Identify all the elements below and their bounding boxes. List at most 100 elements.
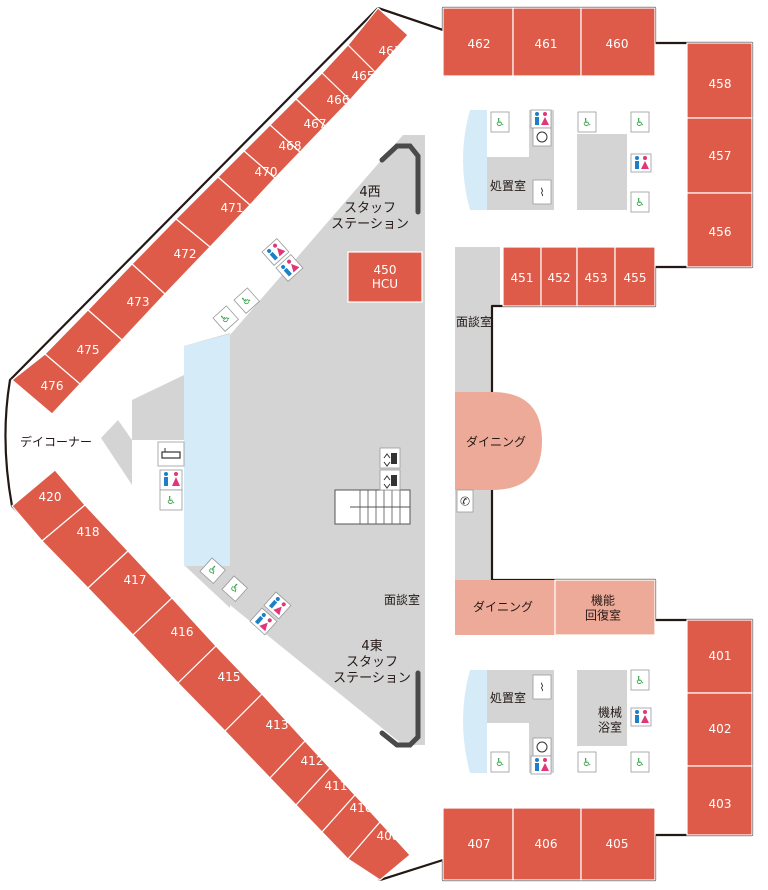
facility-icons: ♿ ⌇ ♿ ♿ ♿ ⌇ ♿ ♿ ♿ ♿ ♿ ♿ ♿ ♿ ♿ — [157, 109, 652, 775]
label-day-corner: デイコーナー — [20, 434, 92, 449]
room-label-407: 407 — [468, 837, 491, 851]
wheelchair-icon: ♿ — [490, 751, 510, 773]
room-462[interactable] — [442, 7, 514, 77]
washing-machine-icon — [532, 127, 552, 147]
east-wing-rooms — [11, 469, 411, 881]
room-label-412: 412 — [301, 754, 324, 768]
shower-icon: ⌇ — [532, 179, 552, 205]
svg-text:♿: ♿ — [635, 756, 645, 769]
courtyard-areas — [184, 110, 487, 773]
room-401[interactable] — [686, 619, 753, 694]
label-interview-upper: 面談室 — [456, 314, 492, 329]
room-label-462: 462 — [468, 37, 491, 51]
label-interview-lower: 面談室 — [384, 592, 420, 607]
wheelchair-icon: ♿ — [577, 751, 597, 773]
restroom-icon — [261, 238, 290, 266]
right-block-rooms — [347, 7, 753, 881]
room-456[interactable] — [686, 192, 753, 268]
room-406[interactable] — [512, 807, 582, 881]
room-label-405: 405 — [606, 837, 629, 851]
wheelchair-icon: ♿ — [212, 305, 239, 332]
room-label-457: 457 — [709, 149, 732, 163]
room-476[interactable] — [11, 353, 81, 415]
room-402[interactable] — [686, 692, 753, 767]
room-label-453: 453 — [585, 271, 608, 285]
washing-machine-icon — [532, 737, 552, 757]
svg-text:♿: ♿ — [495, 756, 505, 769]
room-451[interactable] — [502, 246, 542, 307]
room-405[interactable] — [580, 807, 656, 881]
room-403[interactable] — [686, 765, 753, 836]
room-461[interactable] — [512, 7, 582, 77]
label-west-station: 4西スタッフステーション — [331, 185, 409, 232]
room-label-473: 473 — [127, 295, 150, 309]
stairs-icon — [334, 489, 411, 525]
wheelchair-icon: ♿ — [577, 111, 597, 133]
label-east-station: 4東スタッフステーション — [333, 638, 411, 686]
bathtub-icon — [157, 441, 185, 467]
room-455[interactable] — [614, 246, 656, 307]
west-wing-rooms — [11, 7, 409, 415]
svg-text:⌇: ⌇ — [539, 681, 544, 694]
restroom-icon — [630, 153, 652, 173]
room-label-463: 463 — [379, 44, 402, 58]
wheelchair-icon: ♿ — [221, 575, 248, 602]
wheelchair-icon: ♿ — [630, 751, 650, 773]
room-407[interactable] — [442, 807, 514, 881]
room-label-476: 476 — [41, 379, 64, 393]
room-label-460: 460 — [606, 37, 629, 51]
room-label-418: 418 — [77, 525, 100, 539]
room-label-456: 456 — [709, 225, 732, 239]
label-rehab: 機能回復室 — [585, 592, 621, 622]
restroom-icon — [530, 755, 552, 775]
room-457[interactable] — [686, 117, 753, 194]
room-408[interactable] — [347, 821, 411, 881]
wheelchair-icon: ♿ — [233, 287, 260, 314]
room-label-420: 420 — [39, 490, 62, 504]
room-label-466: 466 — [327, 93, 350, 107]
dining-round-area[interactable] — [455, 392, 542, 490]
svg-text:✆: ✆ — [460, 495, 470, 509]
room-460[interactable] — [580, 7, 656, 77]
svg-text:⌇: ⌇ — [539, 186, 544, 199]
label-dining-lower: ダイニング — [473, 599, 533, 614]
room-450-hcu[interactable] — [347, 251, 423, 303]
room-label-406: 406 — [535, 837, 558, 851]
room-label-471: 471 — [221, 201, 244, 215]
room-label-475: 475 — [77, 343, 100, 357]
station-walls — [379, 143, 421, 748]
label-bath: 機械浴室 — [598, 704, 622, 734]
phone-icon: ✆ — [456, 489, 474, 513]
room-label-451: 451 — [511, 271, 534, 285]
svg-text:♿: ♿ — [582, 756, 592, 769]
restroom-icon — [275, 254, 304, 282]
svg-text:♿: ♿ — [582, 116, 592, 129]
svg-text:♿: ♿ — [635, 116, 645, 129]
wheelchair-icon: ♿ — [630, 111, 650, 133]
wheelchair-icon: ♿ — [159, 489, 183, 511]
svg-text:♿: ♿ — [495, 116, 505, 129]
restroom-icon — [530, 109, 552, 129]
room-label-470: 470 — [255, 165, 278, 179]
area-labels: 4西スタッフステーション4東スタッフステーションデイコーナーダイニングダイニング… — [20, 178, 622, 735]
dining-lower-area[interactable] — [455, 580, 555, 635]
room-452[interactable] — [540, 246, 578, 307]
restroom-icon — [249, 607, 278, 636]
label-treatment-lower: 処置室 — [490, 690, 526, 705]
room-label-410: 410 — [350, 801, 373, 815]
label-dining-round: ダイニング — [466, 434, 526, 449]
room-labels: 4634654664674684704714724734754764204184… — [39, 37, 732, 851]
room-label-465: 465 — [352, 69, 375, 83]
wheelchair-icon: ♿ — [199, 557, 226, 584]
rehab-room[interactable] — [554, 579, 656, 636]
restroom-icon — [159, 469, 183, 491]
room-label-452: 452 — [548, 271, 571, 285]
restroom-icon — [630, 707, 652, 727]
room-label-467: 467 — [304, 117, 327, 131]
room-label-461: 461 — [535, 37, 558, 51]
wheelchair-icon: ♿ — [490, 111, 510, 133]
room-label-408: 408 — [377, 829, 400, 843]
